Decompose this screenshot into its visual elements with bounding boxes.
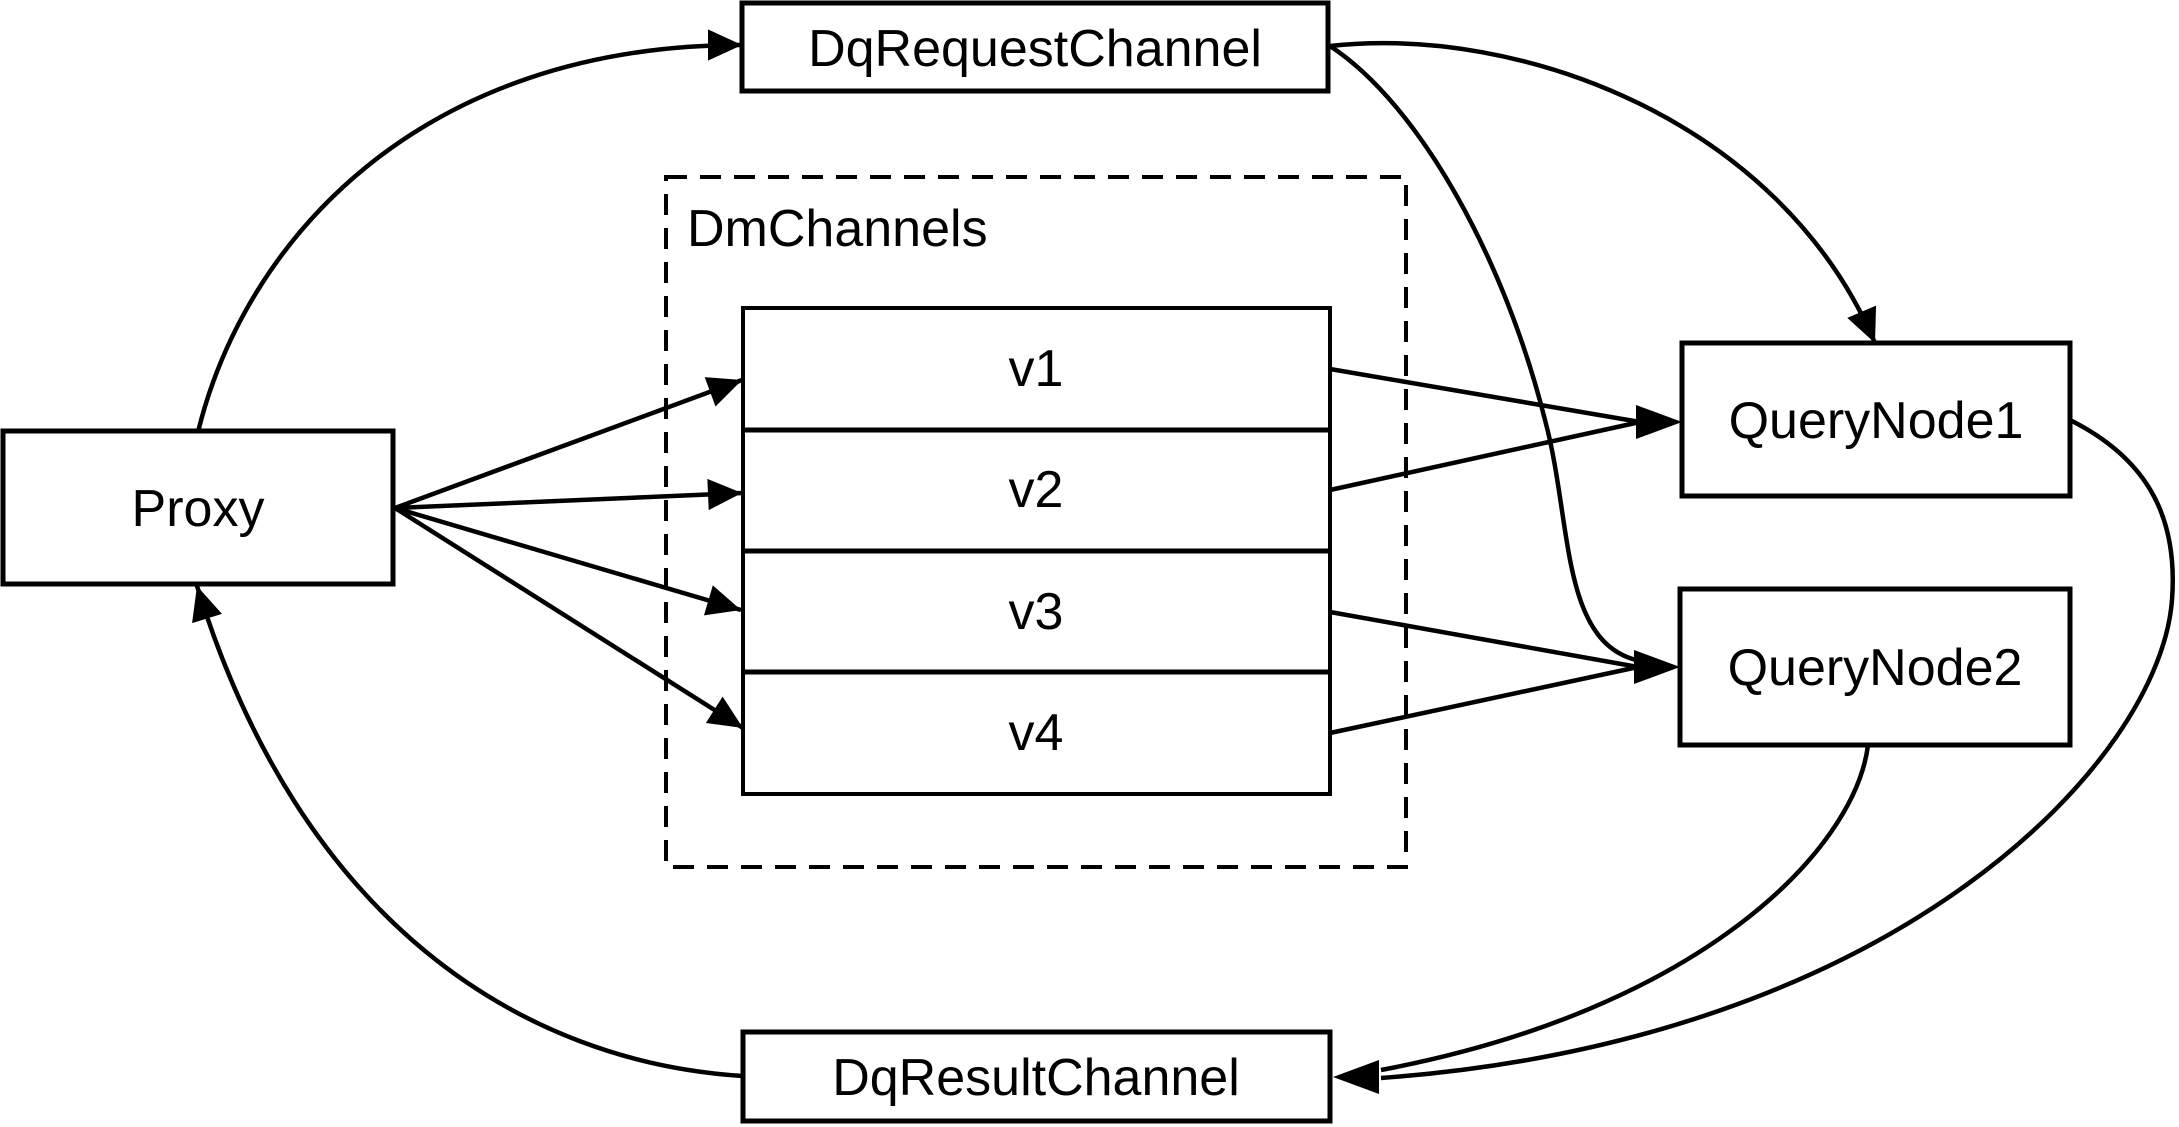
querynode1-box bbox=[1679, 340, 2073, 499]
channel-row-v3: v3 bbox=[1009, 583, 1064, 641]
edge-proxy-to-v1 bbox=[394, 377, 743, 511]
node-proxy: Proxy bbox=[0, 428, 396, 587]
edge-v4-to-querynode2 bbox=[1329, 664, 1639, 736]
dqresultchannel-box bbox=[740, 1029, 1333, 1124]
channel-row-v1: v1 bbox=[1009, 340, 1064, 398]
querynode2-box bbox=[1677, 586, 2073, 748]
edge-proxy-to-dqrequestchannel bbox=[195, 29, 743, 433]
node-querynode1: QueryNode1 bbox=[1679, 340, 2073, 499]
edge-dqrequestchannel-to-querynode1 bbox=[1329, 40, 1878, 344]
proxy-box bbox=[0, 428, 396, 587]
edge-dqrequestchannel-to-querynode2 bbox=[1328, 44, 1637, 663]
dqrequestchannel-label: DqRequestChannel bbox=[808, 20, 1262, 78]
edge-proxy-to-v2 bbox=[394, 478, 743, 511]
edge-dqresultchannel-to-proxy bbox=[192, 585, 744, 1079]
edge-proxy-to-v3 bbox=[394, 505, 742, 616]
edge-v3-to-querynode2 bbox=[1329, 609, 1639, 670]
edge-querynode1-to-dqresultchannel bbox=[1380, 417, 2175, 1081]
node-dqrequestchannel: DqRequestChannel bbox=[739, 0, 1331, 94]
dmchannels-label: DmChannels bbox=[687, 200, 988, 258]
querynode1-label: QueryNode1 bbox=[1729, 392, 2024, 450]
proxy-label: Proxy bbox=[132, 480, 265, 538]
dqresultchannel-label: DqResultChannel bbox=[832, 1049, 1240, 1107]
arrowhead-into-querynode2 bbox=[1634, 650, 1680, 684]
node-dqresultchannel: DqResultChannel bbox=[740, 1029, 1333, 1124]
arrowhead-into-querynode1 bbox=[1636, 405, 1682, 439]
channel-row-v4: v4 bbox=[1009, 704, 1064, 762]
edges bbox=[192, 29, 2175, 1094]
dmchannels-group: DmChannels v1 v2 v3 v4 bbox=[664, 175, 1408, 869]
edge-v1-to-querynode1 bbox=[1329, 366, 1641, 425]
node-querynode2: QueryNode2 bbox=[1677, 586, 2073, 748]
dqrequestchannel-box bbox=[739, 0, 1331, 94]
edge-proxy-to-v4 bbox=[393, 506, 745, 730]
edge-querynode2-to-dqresultchannel bbox=[1380, 744, 1871, 1073]
querynode2-label: QueryNode2 bbox=[1728, 639, 2023, 697]
arrowhead-into-dqresultchannel bbox=[1333, 1060, 1379, 1094]
channel-row-v2: v2 bbox=[1009, 461, 1064, 519]
edge-v2-to-querynode1 bbox=[1329, 419, 1641, 493]
